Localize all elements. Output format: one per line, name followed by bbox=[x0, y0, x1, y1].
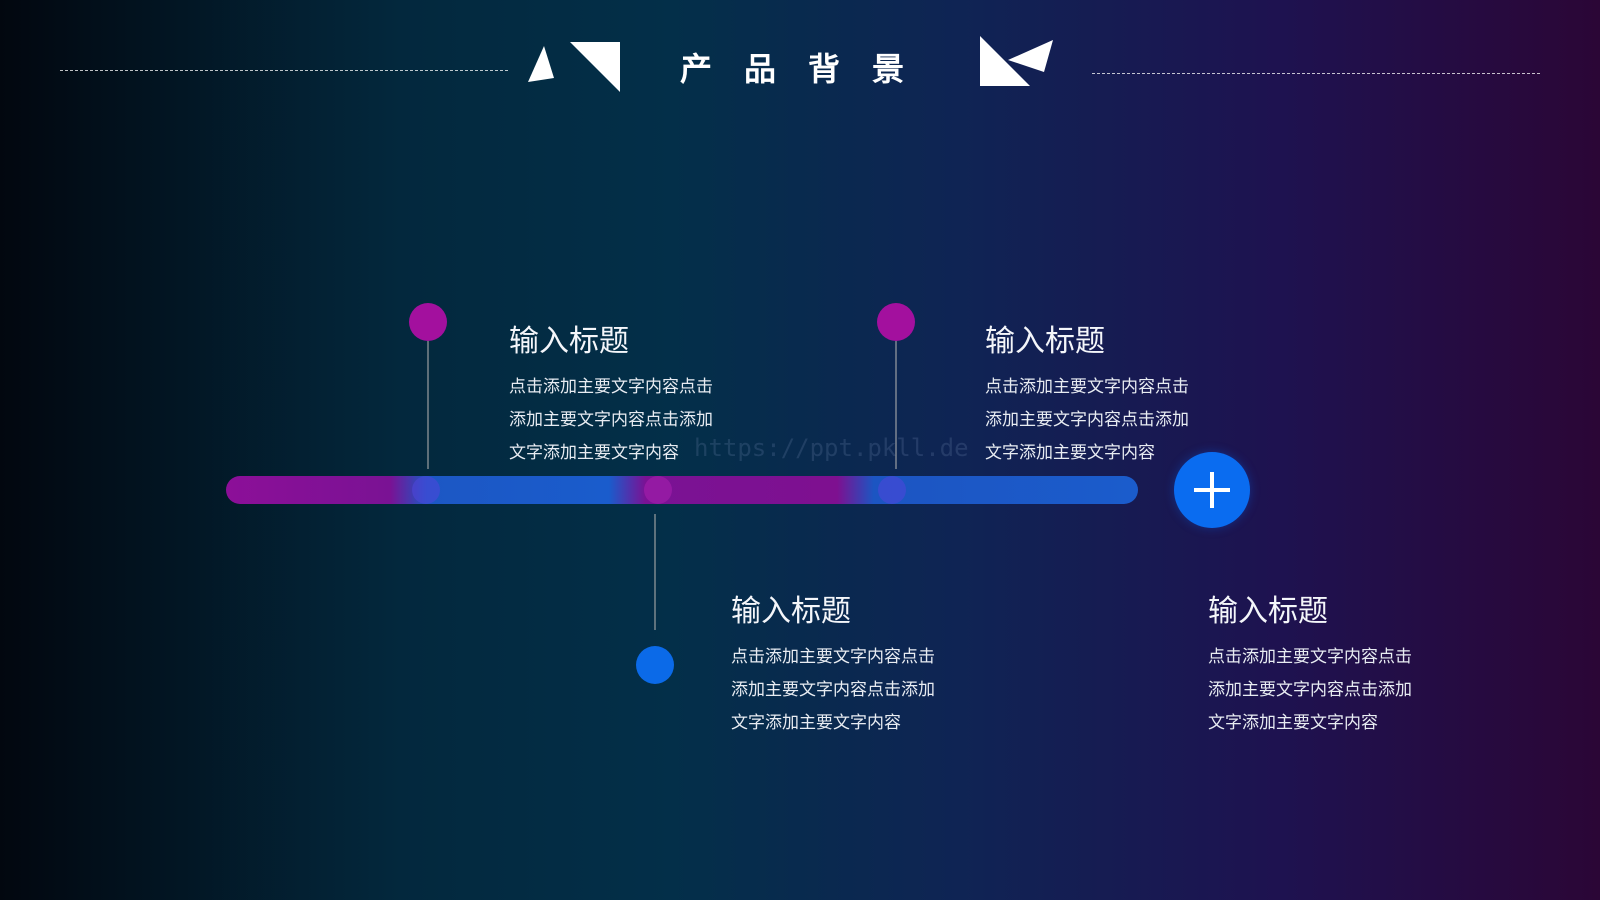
item-description-line: 文字添加主要文字内容 bbox=[509, 443, 679, 463]
item-description-line: 添加主要文字内容点击添加 bbox=[985, 410, 1189, 430]
item-description-1: 点击添加主要文字内容点击 添加主要文字内容点击添加 文字添加主要文字内容 bbox=[509, 371, 749, 470]
paper-triangle-right-icon bbox=[980, 36, 1053, 86]
timeline-connector-1 bbox=[427, 341, 429, 469]
watermark-text: https://ppt.pkll.de bbox=[694, 434, 969, 462]
timeline-joint bbox=[878, 476, 906, 504]
timeline-connector-3 bbox=[654, 514, 656, 630]
paper-triangle-left-icon bbox=[528, 42, 620, 92]
item-description-line: 点击添加主要文字内容点击 bbox=[985, 377, 1189, 397]
timeline-marker-3 bbox=[636, 646, 674, 684]
timeline-joint bbox=[644, 476, 672, 504]
timeline-joint bbox=[412, 476, 440, 504]
timeline-marker-1 bbox=[409, 303, 447, 341]
item-title-4: 输入标题 bbox=[1208, 594, 1328, 629]
timeline-marker-2 bbox=[877, 303, 915, 341]
header-dashed-line-left bbox=[60, 70, 508, 71]
item-title-3: 输入标题 bbox=[731, 594, 851, 629]
header-dashed-line-right bbox=[1092, 73, 1540, 74]
item-description-3: 点击添加主要文字内容点击 添加主要文字内容点击添加 文字添加主要文字内容 bbox=[731, 641, 971, 740]
item-description-line: 文字添加主要文字内容 bbox=[985, 443, 1155, 463]
timeline-bar bbox=[226, 476, 1138, 504]
item-description-line: 添加主要文字内容点击添加 bbox=[731, 680, 935, 700]
page-title: 产品背景 bbox=[680, 50, 937, 88]
item-description-line: 添加主要文字内容点击添加 bbox=[1208, 680, 1412, 700]
item-description-line: 点击添加主要文字内容点击 bbox=[1208, 647, 1412, 667]
item-title-2: 输入标题 bbox=[985, 324, 1105, 359]
item-description-line: 添加主要文字内容点击添加 bbox=[509, 410, 713, 430]
item-description-2: 点击添加主要文字内容点击 添加主要文字内容点击添加 文字添加主要文字内容 bbox=[985, 371, 1225, 470]
item-description-line: 点击添加主要文字内容点击 bbox=[731, 647, 935, 667]
timeline-connector-2 bbox=[895, 341, 897, 469]
plus-icon bbox=[1210, 472, 1214, 508]
item-title-1: 输入标题 bbox=[509, 324, 629, 359]
item-description-line: 文字添加主要文字内容 bbox=[1208, 713, 1378, 733]
item-description-line: 文字添加主要文字内容 bbox=[731, 713, 901, 733]
item-description-line: 点击添加主要文字内容点击 bbox=[509, 377, 713, 397]
item-description-4: 点击添加主要文字内容点击 添加主要文字内容点击添加 文字添加主要文字内容 bbox=[1208, 641, 1448, 740]
add-item-button[interactable] bbox=[1174, 452, 1250, 528]
